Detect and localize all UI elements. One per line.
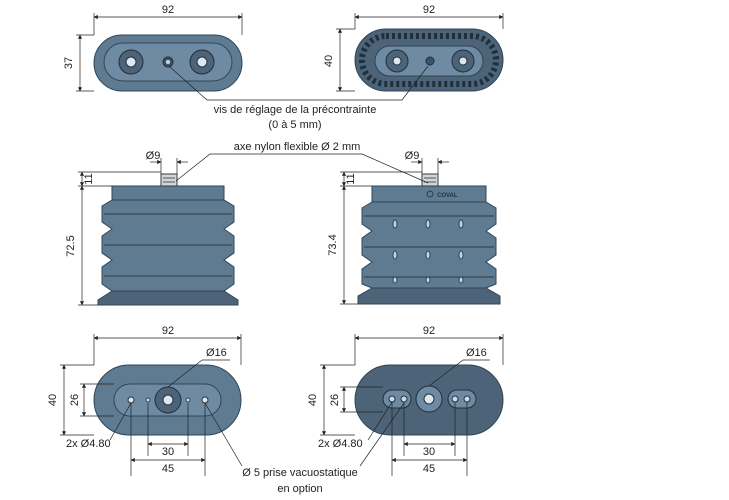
middle-left-view: Ø9 11 72.5 [65,150,239,306]
top-left-width-label: 92 [162,4,174,16]
preload-screw-line1: vis de réglage de la précontrainte [214,104,377,116]
nylon-axis-callout: axe nylon flexible Ø 2 mm [175,141,429,184]
top-right-left-hole [392,56,402,66]
bottom-right-holes-label: 2x Ø4.80 [318,438,363,450]
vacuum-port-callout: Ø 5 prise vacuostatique en option [204,402,405,495]
bottom-right-width-label: 92 [423,325,435,337]
middle-left-knob [160,173,178,187]
top-left-screw-center [166,60,170,64]
top-right-right-hole [458,56,468,66]
preload-screw-callout: vis de réglage de la précontrainte (0 à … [169,65,429,131]
bottom-left-26-label: 26 [69,394,81,406]
preload-screw-line2: (0 à 5 mm) [268,119,321,131]
middle-right-cup [357,287,501,305]
bottom-left-center-hole [162,394,174,406]
middle-left-11-label: 11 [83,173,95,184]
bottom-left-hole-left [127,396,135,404]
bottom-right-center-hole [423,393,435,405]
top-left-view: 92 37 [63,4,243,92]
top-left-left-hole [125,56,137,68]
bottom-left-view: 92 Ø16 40 26 2x Ø4.80 30 45 [47,325,242,476]
bottom-right-view: 92 Ø16 40 26 2x Ø4.80 30 45 [307,325,504,476]
middle-right-view: COVAL Ø9 11 73.4 [327,150,501,305]
bottom-left-dia16-label: Ø16 [206,347,227,359]
bottom-left-30-label: 30 [162,446,174,458]
bottom-right-dia16-label: Ø16 [466,347,487,359]
bottom-right-30-label: 30 [423,446,435,458]
bottom-left-holes-label: 2x Ø4.80 [66,438,111,450]
middle-right-top-plate [371,185,487,203]
top-right-screw [425,56,435,66]
middle-left-top-plate [111,185,225,201]
middle-left-dia9-label: Ø9 [146,150,161,162]
bottom-left-40-label: 40 [47,394,59,406]
top-right-view: 92 40 [323,4,504,92]
middle-right-vent-holes [392,219,464,284]
top-right-width-label: 92 [423,4,435,16]
middle-left-height-label: 72.5 [65,235,77,256]
bottom-right-45-label: 45 [423,463,435,475]
bottom-right-26-label: 26 [329,394,341,406]
vacuum-port-line2: en option [277,483,322,495]
middle-left-cup [97,290,239,306]
bottom-right-40-label: 40 [307,394,319,406]
nylon-axis-label: axe nylon flexible Ø 2 mm [234,141,361,153]
middle-right-11-label: 11 [345,173,357,184]
middle-right-height-label: 73.4 [327,234,339,255]
brand-mark: COVAL [437,193,458,199]
bottom-left-45-label: 45 [162,463,174,475]
middle-right-bellows [361,201,497,289]
middle-right-knob [421,173,439,187]
bottom-left-hole-right [201,396,209,404]
bottom-left-width-label: 92 [162,325,174,337]
top-left-right-hole [196,56,208,68]
top-right-rim [359,33,499,87]
vacuum-port-line1: Ø 5 prise vacuostatique [242,467,358,479]
middle-right-dia9-label: Ø9 [405,150,420,162]
top-right-height-label: 40 [323,55,335,67]
top-left-height-label: 37 [63,57,75,69]
